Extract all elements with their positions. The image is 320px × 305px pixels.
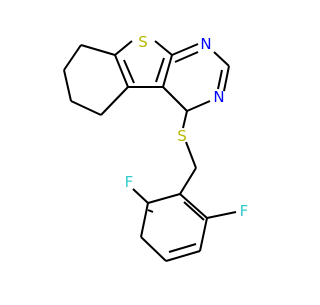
- atom-label-nitrogen: N: [213, 88, 224, 106]
- bond: [174, 51, 199, 63]
- bond: [154, 40, 173, 56]
- bond: [165, 250, 201, 262]
- bond: [223, 65, 230, 92]
- bond: [213, 51, 230, 67]
- bond: [179, 167, 197, 195]
- bond: [70, 100, 102, 116]
- bond: [132, 188, 149, 204]
- bond: [155, 57, 165, 83]
- bond: [162, 86, 188, 112]
- bond: [80, 44, 116, 56]
- bond: [147, 209, 154, 213]
- bond: [186, 100, 211, 112]
- atom-label-fluorine: F: [125, 173, 134, 191]
- bond: [168, 243, 197, 253]
- molecule-svg: S N N S F F: [63, 33, 249, 262]
- bond: [140, 236, 167, 262]
- bond: [217, 69, 223, 90]
- atom-label-nitrogen: N: [200, 35, 211, 53]
- bond: [199, 217, 208, 252]
- molecule-structure: S N N S F F: [63, 33, 249, 262]
- bond: [183, 201, 205, 221]
- atom-label-fluorine: F: [240, 202, 249, 220]
- bond: [206, 211, 237, 219]
- bond: [123, 59, 135, 84]
- bond: [179, 193, 208, 219]
- bond: [147, 193, 181, 204]
- bond: [162, 54, 173, 88]
- atom-label-sulfur: S: [138, 33, 148, 51]
- bond: [185, 141, 197, 169]
- bond: [182, 110, 188, 129]
- bond: [171, 43, 199, 56]
- bond: [114, 54, 129, 88]
- bond: [114, 40, 133, 56]
- bond: [63, 44, 82, 71]
- bond: [63, 69, 72, 102]
- bond: [140, 202, 149, 238]
- bond: [100, 86, 129, 116]
- atom-label-sulfur: S: [177, 127, 187, 145]
